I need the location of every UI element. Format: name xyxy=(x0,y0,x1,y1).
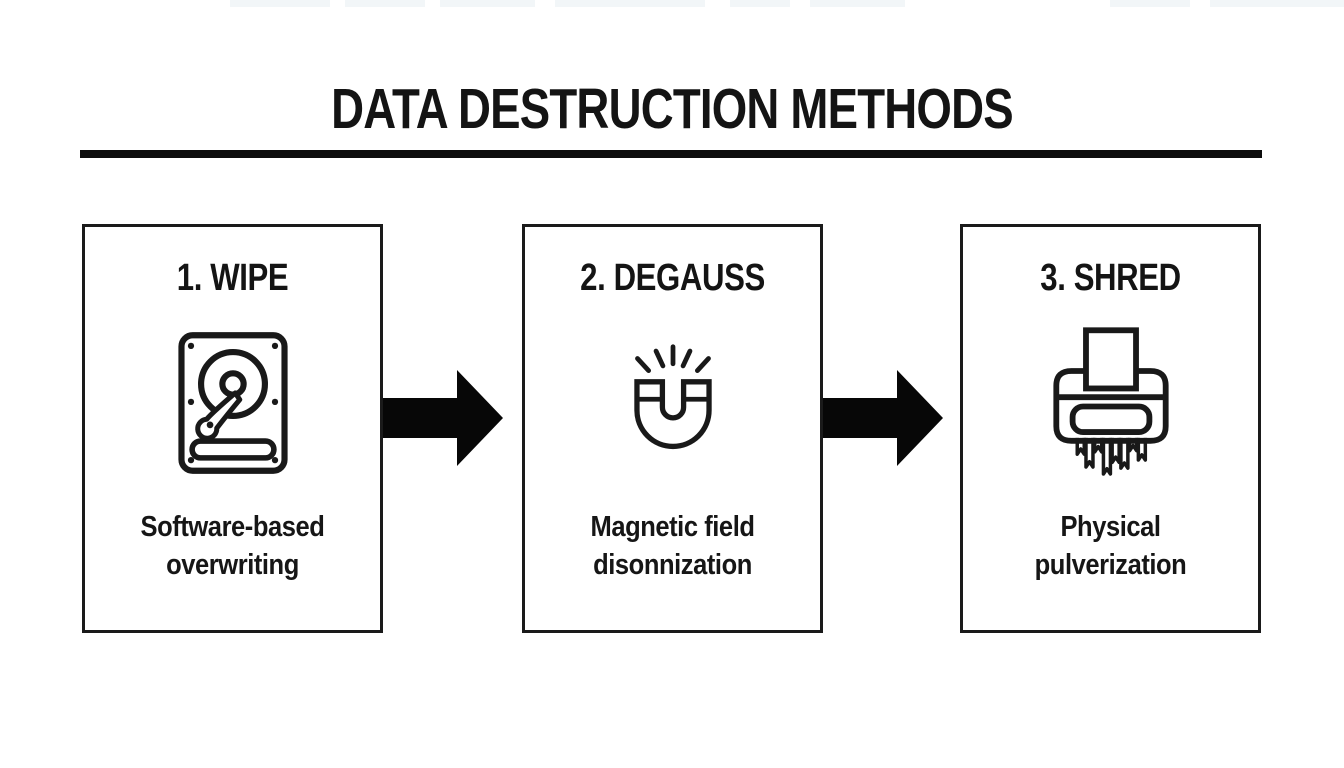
arrow-head xyxy=(897,370,943,466)
method-description: Magnetic field disonnization xyxy=(590,511,755,581)
method-box-shred: 3. SHRED Physical pulverization xyxy=(960,224,1261,633)
arrow-right-icon xyxy=(823,370,943,466)
shredder-icon xyxy=(963,323,1258,483)
top-edge-artifact xyxy=(230,0,330,7)
page-title: DATA DESTRUCTION METHODS xyxy=(331,77,1013,141)
magnet-icon xyxy=(525,323,820,483)
method-description: Software-based overwriting xyxy=(140,511,325,581)
arrow-shaft xyxy=(383,398,459,438)
top-edge-artifact xyxy=(730,0,790,7)
top-edge-artifact xyxy=(1210,0,1344,7)
method-step-label: 1. WIPE xyxy=(176,257,289,299)
method-box-degauss: 2. DEGAUSS Magnetic field disonnization xyxy=(522,224,823,633)
arrow-head xyxy=(457,370,503,466)
method-description: Physical pulverization xyxy=(1034,511,1187,581)
top-edge-artifact xyxy=(810,0,905,7)
top-edge-artifact xyxy=(440,0,535,7)
hard-drive-icon xyxy=(85,323,380,483)
method-box-wipe: 1. WIPE Software-based overwriting xyxy=(82,224,383,633)
arrow-shaft xyxy=(823,398,899,438)
method-step-label: 2. DEGAUSS xyxy=(580,257,765,299)
title-underline-rule xyxy=(80,150,1262,158)
arrow-right-icon xyxy=(383,370,503,466)
top-edge-artifact xyxy=(555,0,705,7)
top-edge-artifact xyxy=(345,0,425,7)
top-edge-artifact xyxy=(1110,0,1190,7)
method-step-label: 3. SHRED xyxy=(1040,257,1181,299)
